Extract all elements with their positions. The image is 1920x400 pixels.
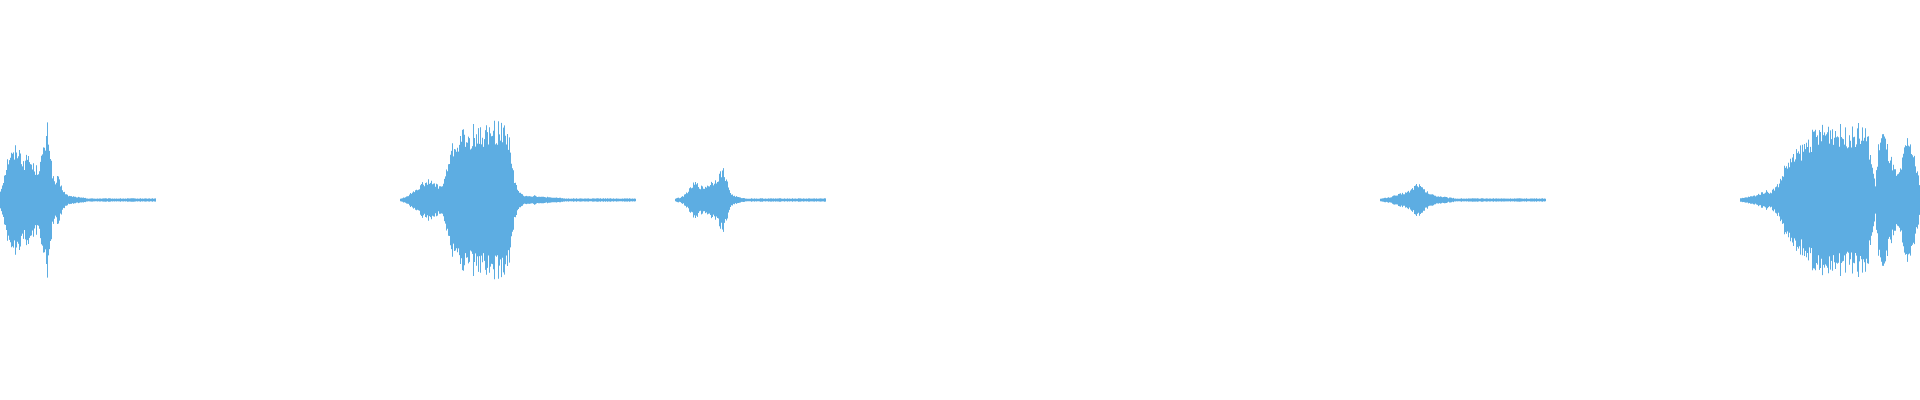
segment-4 xyxy=(1380,184,1546,216)
segment-3 xyxy=(675,168,826,232)
segment-2 xyxy=(400,120,636,280)
segment-5 xyxy=(1740,123,1920,277)
waveform-group xyxy=(0,120,1920,280)
segment-1 xyxy=(0,122,156,278)
